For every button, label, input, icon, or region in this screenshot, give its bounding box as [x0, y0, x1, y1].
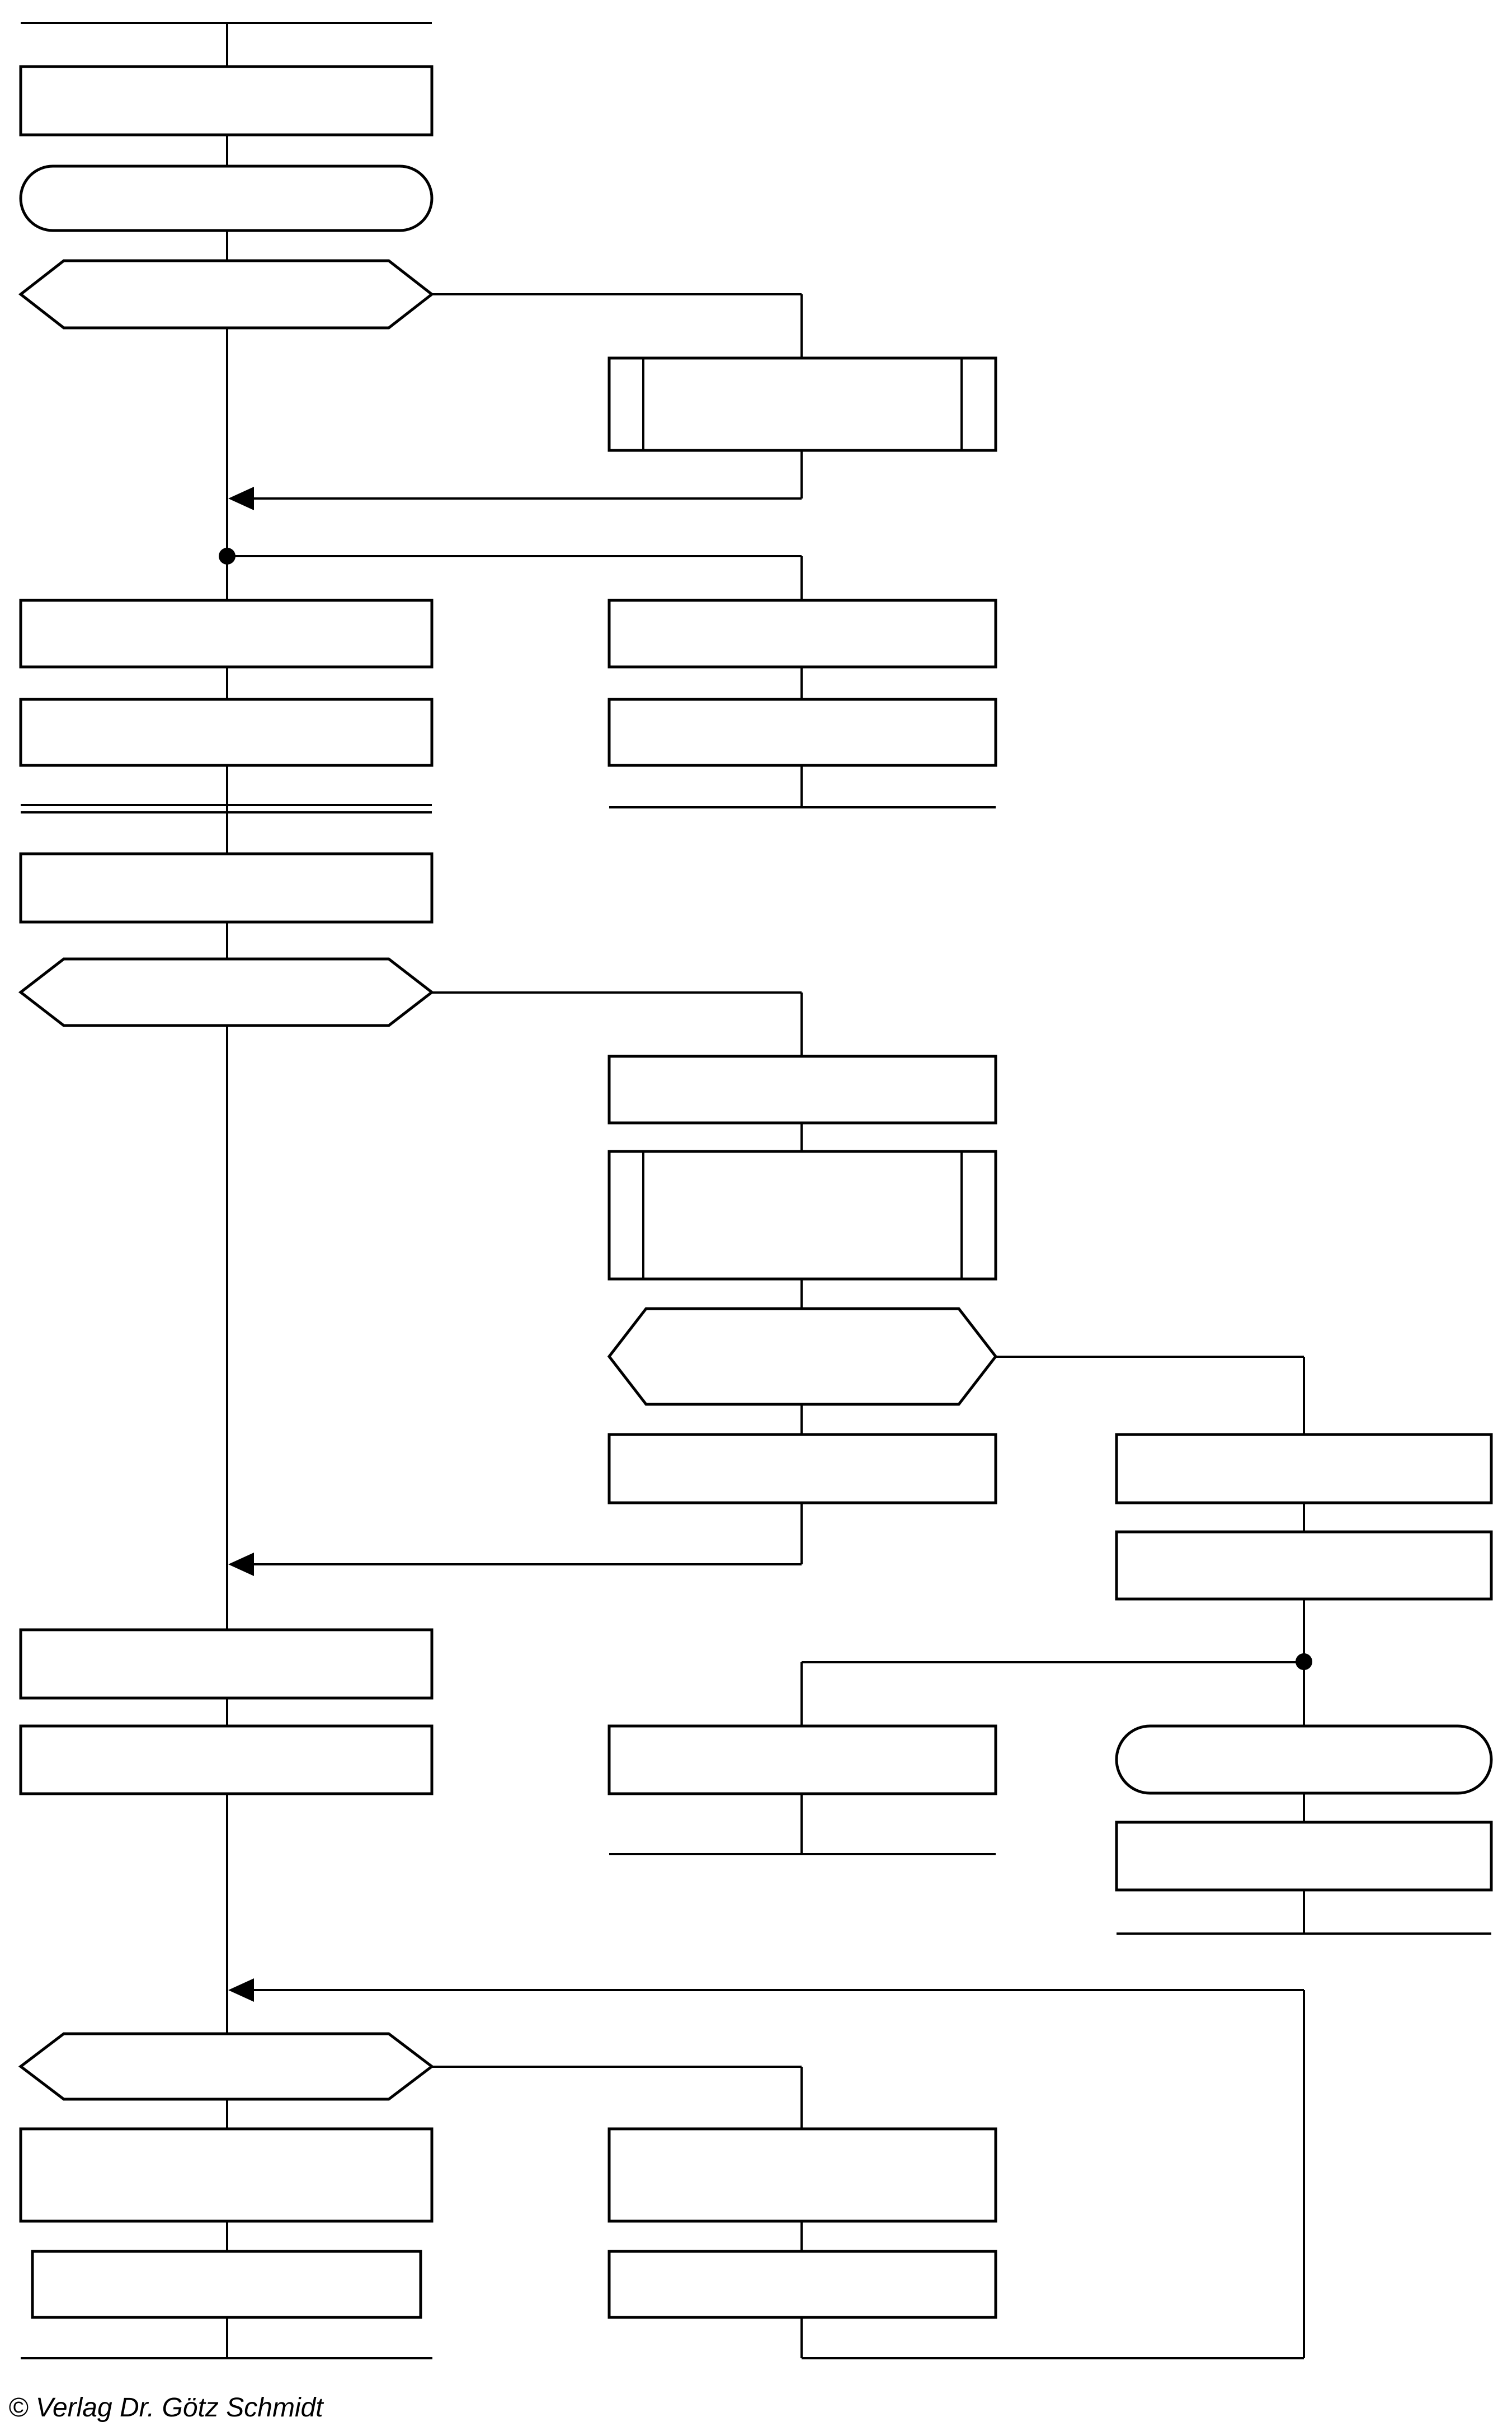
terminator-a: [19, 164, 434, 232]
subprocess-b1-frame: [607, 356, 997, 452]
process-b3: [607, 698, 997, 767]
arrowhead-left: [228, 1553, 254, 1576]
process-c1: [1115, 1433, 1493, 1504]
subprocess-b5-frame: [607, 1150, 997, 1281]
decision-a1: [18, 259, 435, 330]
decision-a2: [18, 957, 435, 1027]
process-a6: [19, 1724, 434, 1795]
terminator-c: [1115, 1724, 1493, 1795]
arrowhead-left: [228, 487, 254, 510]
decision-a3: [18, 2032, 435, 2101]
process-b9: [607, 2250, 997, 2319]
process-b7: [607, 1724, 997, 1795]
junction-dot: [1296, 1653, 1312, 1670]
junction-dot: [219, 548, 235, 565]
process-b2: [607, 599, 997, 669]
subprocess-b1: [607, 356, 997, 452]
arrowhead-left: [228, 1978, 254, 2002]
process-a4: [19, 852, 434, 924]
process-b8: [607, 2127, 997, 2223]
process-b4: [607, 1055, 997, 1125]
process-a5: [19, 1628, 434, 1700]
decision-b: [607, 1307, 998, 1406]
subprocess-b5: [607, 1150, 997, 1281]
process-a7: [19, 2127, 434, 2223]
process-a8: [31, 2250, 422, 2319]
process-c4: [1115, 1821, 1493, 1892]
process-a3: [19, 698, 434, 767]
process-c2: [1115, 1530, 1493, 1601]
process-a2: [19, 599, 434, 669]
process-b6: [607, 1433, 997, 1504]
copyright-text: © Verlag Dr. Götz Schmidt: [8, 2393, 323, 2423]
process-a1: [19, 65, 434, 137]
